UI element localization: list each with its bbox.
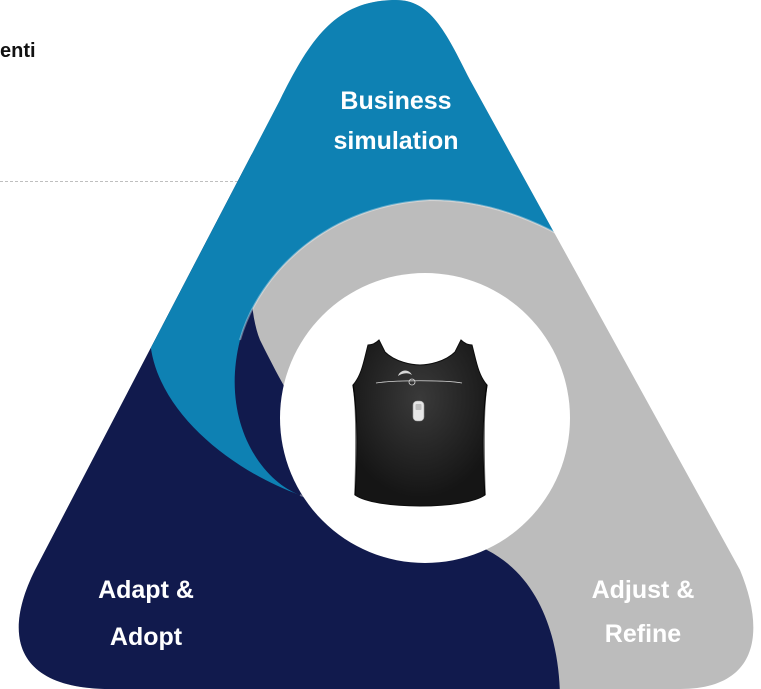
adapt-adopt-label-line2: Adopt [110,623,183,651]
page-heading: enti [0,40,36,62]
adjust-refine-label-line2: Refine [605,620,682,648]
dashed-divider [0,181,258,182]
vest-image [352,339,488,507]
adjust-refine-label-line1: Adjust & [592,576,695,604]
adapt-adopt-label-line1: Adapt & [98,576,194,604]
segment-adjust-refine-swirl [335,200,660,380]
business-simulation-label-line1: Business [340,87,451,115]
business-simulation-label-line2: simulation [333,127,458,155]
